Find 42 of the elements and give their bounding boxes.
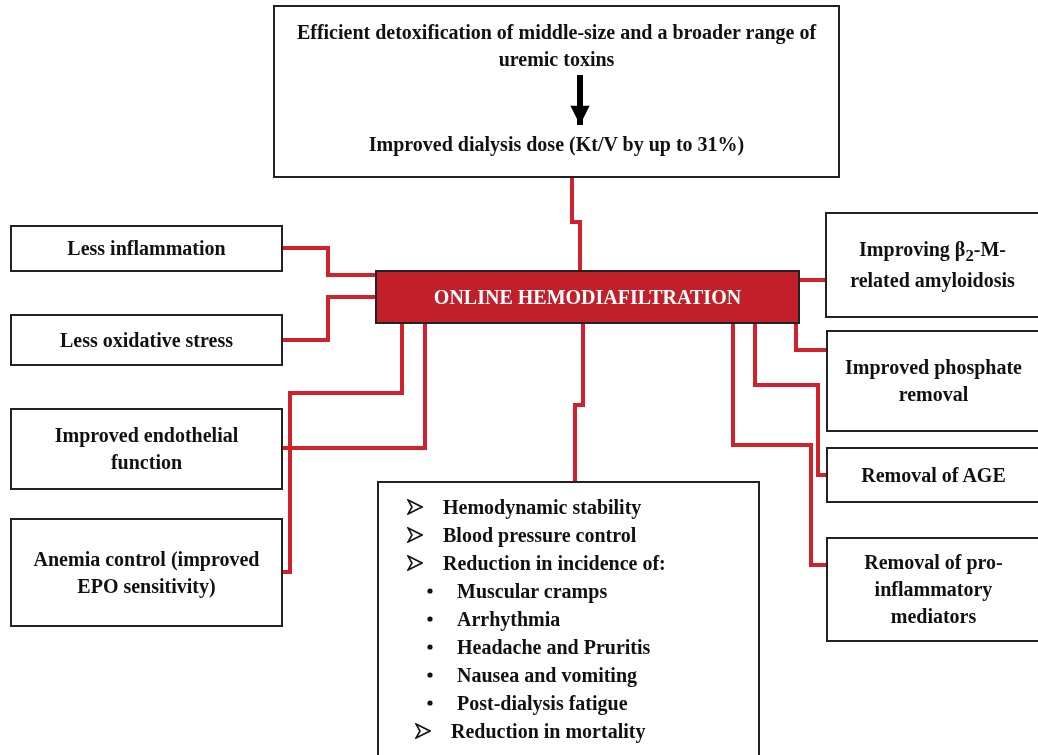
list-item-text: Nausea and vomiting xyxy=(457,662,638,689)
outcome-box xyxy=(10,314,283,366)
title-text: ONLINE HEMODIAFILTRATION xyxy=(432,284,743,310)
outcome-box xyxy=(10,518,283,627)
outcome-box xyxy=(10,225,283,272)
connector-line xyxy=(570,178,582,270)
connector-line xyxy=(753,324,826,477)
benefits-list-box xyxy=(377,481,760,755)
box-text: Removal of AGE xyxy=(860,462,1007,488)
connector-line xyxy=(794,324,826,352)
box-text: Less inflammation xyxy=(66,236,227,261)
central-box xyxy=(375,270,800,324)
summary-box xyxy=(273,5,840,178)
box-text: Improved phosphate removal xyxy=(844,355,1023,407)
box-text: Improved endothelial function xyxy=(53,423,240,475)
box-text: Less oxidative stress xyxy=(59,327,234,353)
box-text: Removal of pro-inflammatory mediators xyxy=(863,550,1004,629)
list-item-text: Reduction in incidence of: xyxy=(443,550,666,576)
connector-line xyxy=(573,324,585,481)
arrow xyxy=(570,75,590,125)
connector-line xyxy=(731,324,826,567)
heading-text: Improved dialysis dose (Kt/V by up to 31%) xyxy=(285,127,828,161)
outcome-box xyxy=(10,408,283,490)
box-text: Anemia control (improved EPO sensitivity) xyxy=(32,546,261,600)
list-item-text: Arrhythmia xyxy=(457,606,561,633)
outcome-box xyxy=(826,537,1038,642)
connector-line xyxy=(283,295,375,342)
connector-line xyxy=(800,278,825,282)
outcome-box xyxy=(826,447,1038,503)
connector-line xyxy=(283,246,375,277)
outcome-box xyxy=(825,212,1038,318)
heading-text: Efficient detoxification of middle-size and a broader range of uremic toxins xyxy=(285,15,828,77)
list-item-text: Hemodynamic stability xyxy=(443,494,642,521)
connector-line xyxy=(283,324,427,450)
connector-line xyxy=(283,324,404,574)
list-item-text: Muscular cramps xyxy=(457,578,608,605)
list-item-text: Headache and Pruritis xyxy=(457,634,651,660)
list-item-text: Post-dialysis fatigue xyxy=(457,690,628,717)
outcome-box xyxy=(826,330,1038,432)
list-item-text: Reduction in mortality xyxy=(451,718,646,745)
box-text: Improving β$_{2}$-M-related amyloidosis xyxy=(849,236,1016,294)
list-item-text: Blood pressure control xyxy=(443,522,637,549)
